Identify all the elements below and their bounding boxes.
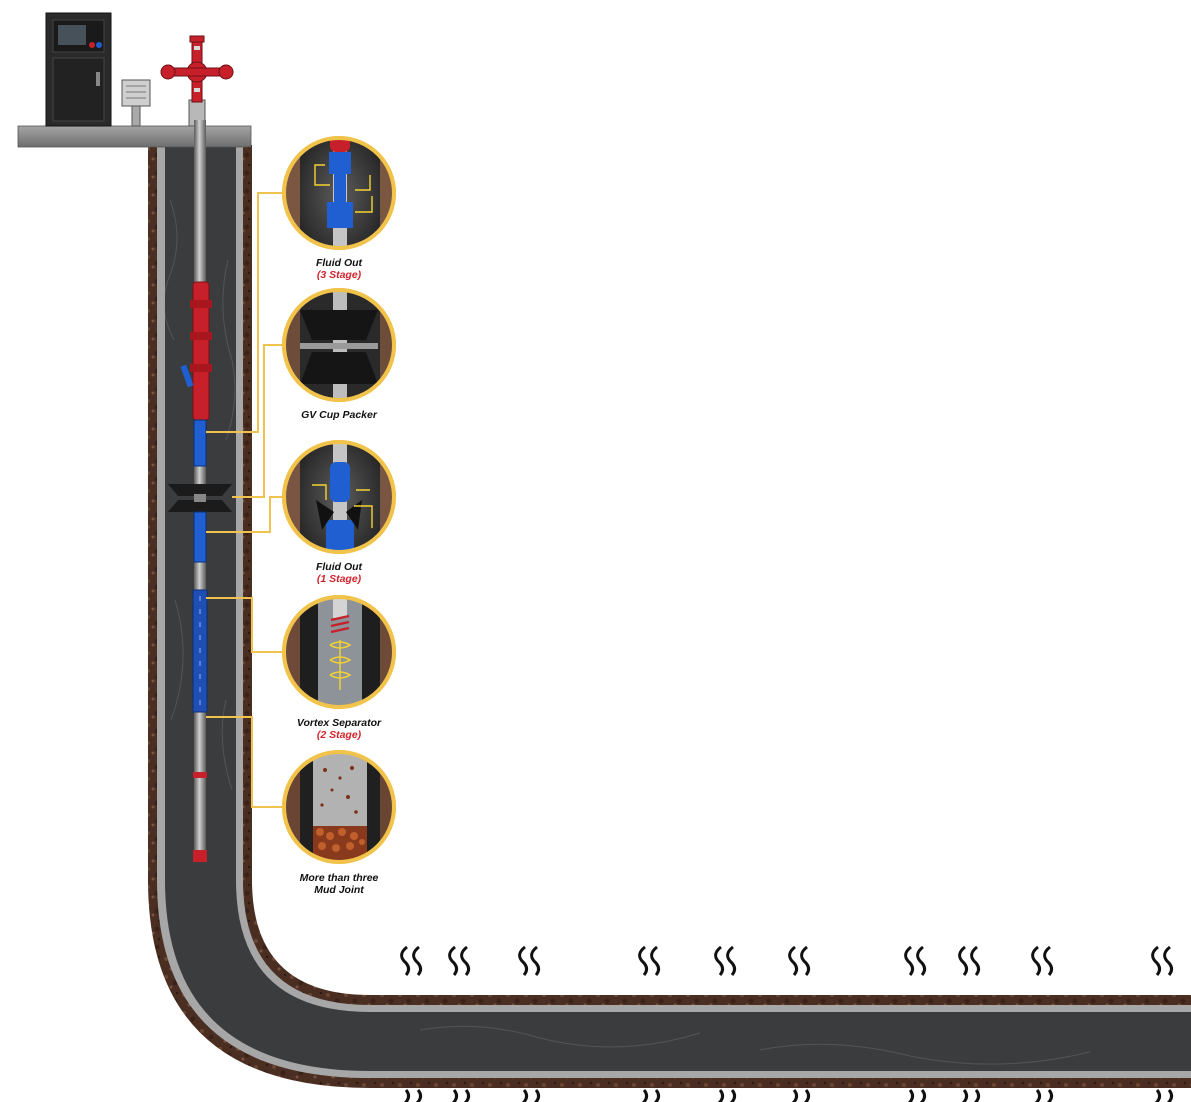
fracture-icon <box>1031 945 1054 976</box>
fracture-icon <box>958 945 981 976</box>
fluid-out-3-stage-detail <box>282 136 396 250</box>
fracture-icon <box>641 1089 661 1102</box>
annulus <box>165 145 1191 1071</box>
fracture-icon <box>714 945 737 976</box>
surface-slab <box>17 125 252 148</box>
fracture-icon <box>451 1089 471 1102</box>
fracture-icon <box>521 1089 541 1102</box>
fracture-icon <box>1154 1089 1174 1102</box>
fracture-group <box>400 945 1174 1102</box>
fracture-icon <box>907 1089 927 1102</box>
control-panel-icon <box>45 12 112 127</box>
pressure-gauge-icon <box>121 79 151 127</box>
label-vortex-separator: Vortex Separator (2 Stage) <box>296 717 382 741</box>
fracture-icon <box>788 945 811 976</box>
leader-lines <box>206 192 284 808</box>
fracture-icon <box>1151 945 1174 976</box>
wellhead-christmas-tree-icon <box>160 35 234 127</box>
fracture-icon <box>400 945 423 976</box>
surface-equipment <box>17 12 252 148</box>
packer <box>168 484 232 512</box>
blue-tool-upper <box>193 419 207 467</box>
wellbore <box>148 145 1191 1088</box>
fracture-icon <box>961 1089 981 1102</box>
fracture-icon <box>717 1089 737 1102</box>
fracture-icon <box>1034 1089 1054 1102</box>
label-mud-joint: More than three Mud Joint <box>299 872 379 896</box>
mud-joint-bottom <box>193 850 207 862</box>
label-fluid-out-1-stage: Fluid Out (1 Stage) <box>315 561 363 585</box>
label-fluid-out-3-stage: Fluid Out (3 Stage) <box>315 257 363 281</box>
gv-cup-packer-detail <box>282 288 396 402</box>
vortex-separator-detail <box>282 595 396 709</box>
fracture-icon <box>638 945 661 976</box>
blue-tool-lower <box>193 511 207 563</box>
fracture-icon <box>448 945 471 976</box>
fracture-icon <box>791 1089 811 1102</box>
label-gv-cup-packer: GV Cup Packer <box>301 409 377 421</box>
fracture-icon <box>518 945 541 976</box>
mud-joint-detail <box>282 750 396 864</box>
tool-string <box>168 120 232 862</box>
fracture-icon <box>904 945 927 976</box>
fracture-icon <box>403 1089 423 1102</box>
fluid-out-1-stage-detail <box>282 440 396 554</box>
